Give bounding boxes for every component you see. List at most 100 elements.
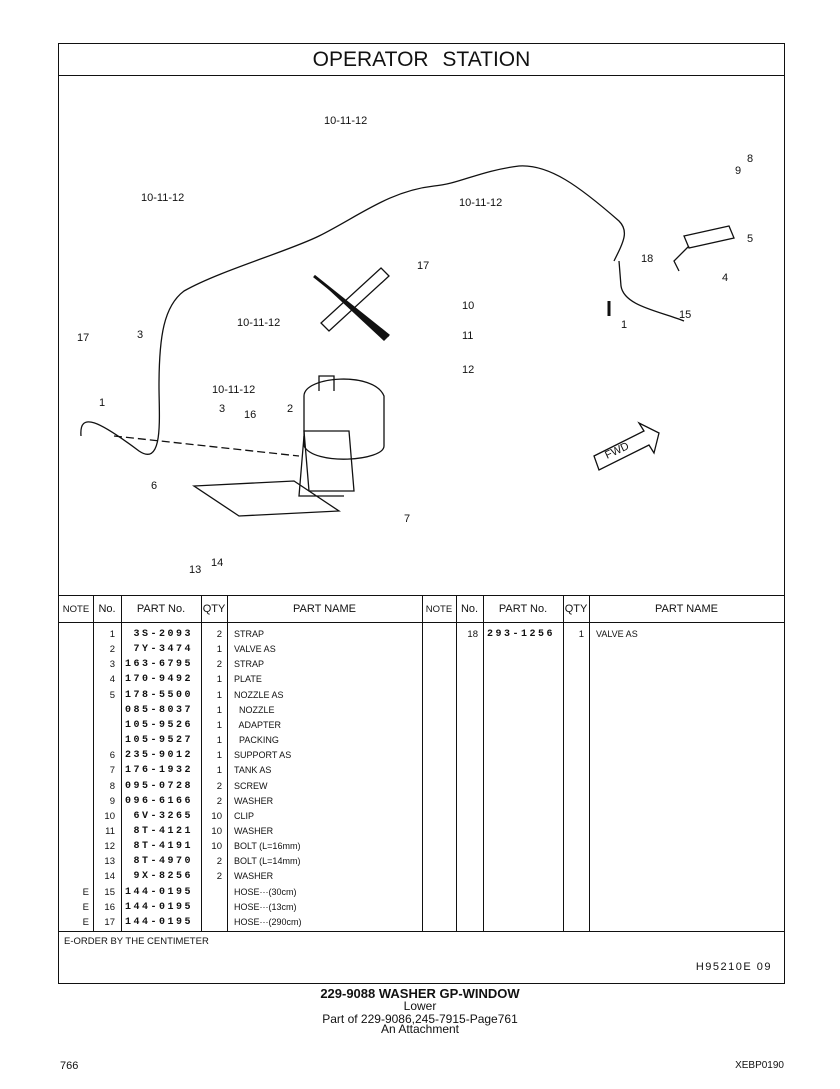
cell-name: CLIP (234, 810, 255, 821)
cell-name: STRAP (234, 659, 265, 670)
page-title: OPERATOR STATION (59, 44, 784, 76)
table-row: 12 8T-4191 10 BOLT (L=16mm) (59, 839, 784, 854)
nozzle-5 (673, 225, 735, 272)
cell-part-no: 163-6795 (124, 659, 193, 671)
cell-note: E (82, 916, 89, 928)
cell-no: 3 (109, 659, 115, 671)
cell-part-no: 105-9527 (124, 735, 193, 747)
cell-no: 12 (104, 841, 115, 853)
header-part-no: PART No. (498, 603, 548, 615)
cell-name: SCREW (234, 780, 268, 791)
fwd-label: FWD (603, 440, 631, 461)
callout-12: 12 (462, 364, 474, 376)
callout-14: 14 (211, 557, 223, 569)
table-row: 085-8037 1 NOZZLE (59, 703, 784, 718)
cell-name: ADAPTER (234, 719, 282, 730)
cell-qty: 1 (216, 674, 222, 686)
cell-part-no: 176-1932 (124, 765, 193, 777)
cell-qty: 2 (216, 629, 222, 640)
cell-part-no: 8T-4191 (133, 841, 193, 853)
cell-no: 1 (109, 629, 115, 640)
cell-name: SUPPORT AS (234, 750, 292, 761)
callout-4: 4 (722, 272, 728, 284)
cell-qty: 1 (216, 750, 222, 762)
cell-qty: 2 (216, 659, 222, 671)
cell-name: NOZZLE AS (234, 689, 284, 700)
header-note: NOTE (62, 604, 90, 615)
cell-part-no: 095-0728 (124, 780, 193, 792)
header-no: No. (98, 603, 116, 615)
table-row: 105-9526 1 ADAPTER (59, 718, 784, 733)
illustration-code: H95210E 09 (695, 961, 772, 973)
cell-qty: 1 (216, 719, 222, 731)
cell-part-no: 6V-3265 (133, 810, 193, 822)
cell-name: WASHER (234, 871, 274, 882)
header-note: NOTE (425, 604, 453, 615)
clip-10 (320, 267, 390, 332)
header-part-name: PART NAME (655, 603, 718, 615)
cell-name: VALVE AS (234, 644, 276, 655)
cell-part-no: 8T-4970 (133, 856, 193, 868)
callout-6: 6 (151, 480, 157, 492)
cell-part-no: 235-9012 (124, 750, 193, 762)
cell-qty: 2 (216, 856, 222, 868)
cell-qty: 2 (216, 780, 222, 792)
cell-part-no: 144-0195 (124, 916, 193, 928)
cell-name: BOLT (L=14mm) (234, 856, 301, 867)
page-number: 766 (60, 1060, 79, 1072)
cell-qty: 10 (211, 841, 222, 853)
cell-part-no: 3S-2093 (133, 629, 193, 640)
cell-qty: 1 (216, 689, 222, 701)
cell-name: TANK AS (234, 765, 272, 776)
cell-name: NOZZLE (234, 704, 275, 715)
header-no: No. (460, 603, 479, 615)
cell-name: BOLT (L=16mm) (234, 841, 301, 852)
header-part-no: PART No. (136, 603, 186, 615)
callout-10-11-12: 10-11-12 (141, 192, 184, 204)
table-row: 3 163-6795 2 STRAP (59, 657, 784, 672)
cell-part-no: 293-1256 (486, 629, 555, 640)
callout-7: 7 (404, 513, 410, 525)
cell-part-no: 085-8037 (124, 704, 193, 716)
header-qty: QTY (564, 603, 588, 615)
cell-name: WASHER (234, 825, 274, 836)
document-number: XEBP0190 (735, 1060, 784, 1071)
cell-no: 7 (109, 765, 115, 777)
parts-table: NOTE No. PART No. QTY PART NAME NOTE No.… (59, 595, 784, 932)
cell-no: 10 (104, 810, 115, 822)
callout-17: 17 (417, 260, 429, 272)
group-subtitle: Lower (403, 999, 437, 1013)
cell-no: 9 (109, 795, 115, 807)
callout-3: 3 (137, 329, 143, 341)
callout-11: 11 (462, 330, 473, 342)
cell-no: 11 (105, 825, 115, 837)
group-title: 229-9088 WASHER GP-WINDOW (320, 986, 520, 1001)
cell-qty: 1 (578, 629, 584, 640)
callout-17: 17 (77, 332, 89, 344)
cell-part-no: 105-9526 (124, 719, 193, 731)
cell-note: E (82, 901, 89, 913)
cell-name: HOSE···(13cm) (234, 901, 297, 912)
callout-2: 2 (287, 403, 293, 415)
cell-qty: 10 (211, 825, 222, 837)
cell-qty: 1 (216, 704, 222, 716)
callout-15: 15 (679, 309, 691, 321)
cell-part-no: 7Y-3474 (133, 644, 193, 656)
callout-8: 8 (747, 153, 753, 165)
cell-name: HOSE···(290cm) (234, 916, 302, 927)
cell-no: 15 (104, 886, 115, 898)
tank-7 (303, 375, 385, 460)
cell-name: STRAP (234, 629, 265, 639)
cell-name: WASHER (234, 795, 274, 806)
callout-9: 9 (735, 165, 741, 177)
